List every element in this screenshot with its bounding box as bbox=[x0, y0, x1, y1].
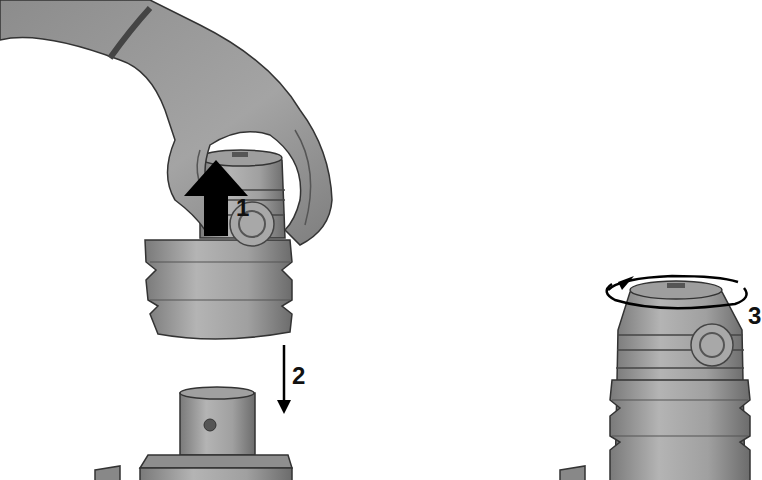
groove bbox=[612, 435, 748, 436]
callout-number: 1 bbox=[236, 196, 249, 220]
spindle bbox=[95, 387, 292, 480]
lock-symbol bbox=[691, 324, 733, 366]
chuck-cap bbox=[630, 281, 722, 299]
groove bbox=[612, 399, 748, 400]
chuck-cap bbox=[200, 150, 282, 166]
rotation-arrow bbox=[607, 284, 747, 308]
arrow-down-head bbox=[277, 400, 291, 414]
callout-number: 3 bbox=[748, 304, 761, 328]
spindle-base bbox=[140, 468, 292, 480]
housing-tab bbox=[95, 466, 120, 480]
callout-number: 2 bbox=[292, 364, 305, 388]
lock-symbol bbox=[700, 333, 724, 357]
spindle-hole bbox=[204, 419, 216, 431]
chuck-slot bbox=[232, 152, 248, 157]
spindle-top bbox=[180, 387, 254, 399]
arrow-down bbox=[283, 345, 286, 402]
glove-cuff bbox=[110, 8, 150, 58]
rotation-arrow-head bbox=[618, 276, 634, 290]
groove bbox=[616, 367, 744, 369]
groove bbox=[150, 299, 290, 300]
glove-fold bbox=[295, 130, 311, 225]
groove bbox=[150, 261, 290, 262]
spindle-shaft bbox=[180, 393, 255, 455]
housing-tab bbox=[560, 466, 585, 480]
chuck-right bbox=[560, 281, 750, 480]
glove bbox=[0, 0, 332, 245]
chuck-slot bbox=[667, 283, 685, 288]
spindle-collar bbox=[140, 455, 292, 468]
chuck-bellows bbox=[610, 380, 750, 480]
rotation-arrow bbox=[608, 276, 738, 290]
chuck-bellows bbox=[145, 240, 292, 339]
